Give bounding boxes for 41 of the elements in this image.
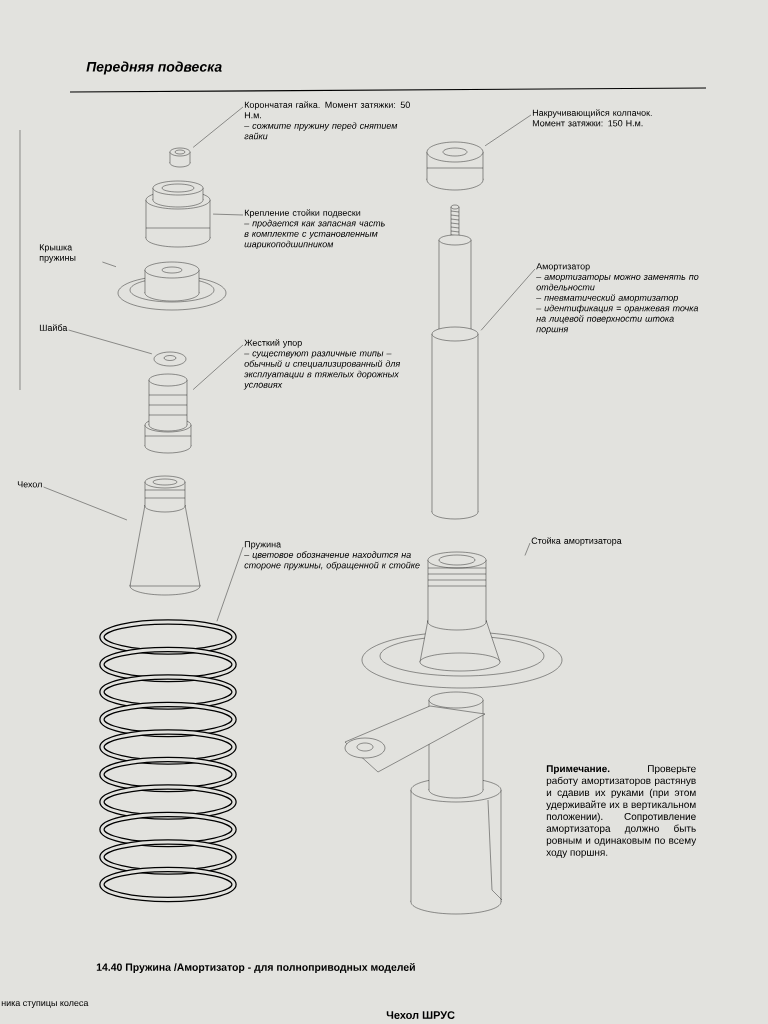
leader-line <box>192 344 244 390</box>
washer-drawing <box>153 351 187 367</box>
spring-cap-drawing <box>117 261 227 311</box>
part-label: Крышка пружины <box>39 244 76 263</box>
part-note: – пневматический амортизатор <box>536 294 678 303</box>
part-label: Крепление стойки подвески <box>244 209 361 218</box>
leader-line <box>216 546 244 622</box>
top-cap-drawing <box>426 141 484 191</box>
coil-spring-drawing <box>99 619 237 903</box>
part-note: – сожмите пружину перед снятием гайки <box>244 122 398 140</box>
leader-line <box>102 261 117 267</box>
boot-drawing <box>129 475 201 596</box>
figure-caption: 14.40 Пружина /Амортизатор - для полноприводных моделей <box>96 963 415 973</box>
part-label: Корончатая гайка. Момент затяжки: 50 Н.м. <box>244 101 410 119</box>
leader-line <box>212 213 244 216</box>
part-label: Шайба <box>39 324 68 331</box>
castle-nut-drawing <box>169 147 191 168</box>
part-label: Амортизатор <box>536 263 590 272</box>
leader-line <box>524 542 531 556</box>
part-label: Пружина <box>244 541 282 550</box>
bump-stop-drawing <box>144 373 192 454</box>
leader-line <box>192 106 244 148</box>
part-label: Стойка амортизатора <box>531 537 622 546</box>
leader-line <box>480 268 536 331</box>
page-title: Передняя подвеска <box>86 61 222 75</box>
part-note: – амортизаторы можно заменять по отдельности <box>536 275 699 291</box>
leader-line <box>68 329 153 355</box>
part-note: – цветовое обозначение находится на стороне пружины, обращенной к стойке <box>244 551 420 571</box>
page-fragment-text: ника ступицы колеса <box>1 1001 89 1008</box>
leader-line <box>484 114 532 146</box>
part-note: – существуют различные типы – обычный и специализированный для эксплуатации в тяжелых дорожных условиях <box>243 351 401 390</box>
strut-mount-drawing <box>145 180 211 248</box>
part-label: Чехол <box>17 481 42 488</box>
shock-absorber-drawing <box>431 204 479 520</box>
leader-line <box>43 486 128 521</box>
part-label: Жесткий упор <box>244 339 302 348</box>
part-note: – идентификация = оранжевая точка на лицевой поверхности штока поршня <box>536 304 699 334</box>
part-note: – продается как запасная часть в комплекте с установленным шарикоподшипником <box>244 219 385 250</box>
note-paragraph: Примечание. Проверьте работу амортизаторов растянув и сдавив их руками (при этом удерживайте их в вертикальном положении). Сопротивление амортизатора должно быть ровным и одинаковым по всему ходу поршня. <box>546 765 697 858</box>
page-fragment-text: Чехол ШРУС <box>386 1011 455 1019</box>
part-label: Накручивающийся колпачок. Момент затяжки: 150 Н.м. <box>532 109 652 127</box>
